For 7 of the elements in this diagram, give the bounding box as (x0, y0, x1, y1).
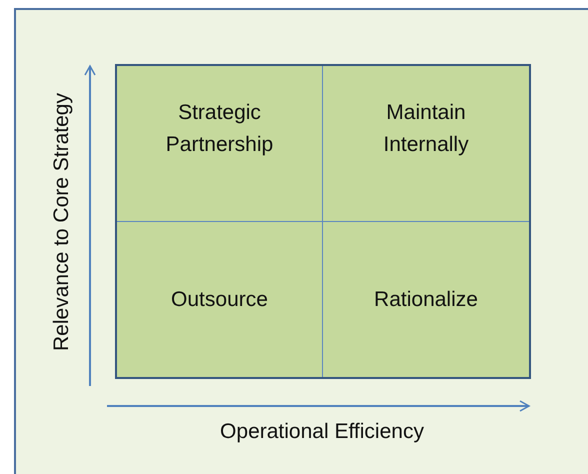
quadrant-label: Rationalize (374, 286, 478, 313)
quadrant-label: Strategic Partnership (164, 100, 274, 158)
quadrant-label: Maintain Internally (382, 100, 470, 158)
axis-label: Relevance to Core Strategy (50, 93, 74, 351)
quadrant-label: Outsource (171, 286, 268, 313)
axis-label: Operational Efficiency (220, 420, 424, 444)
quadrant-cell (117, 66, 323, 222)
